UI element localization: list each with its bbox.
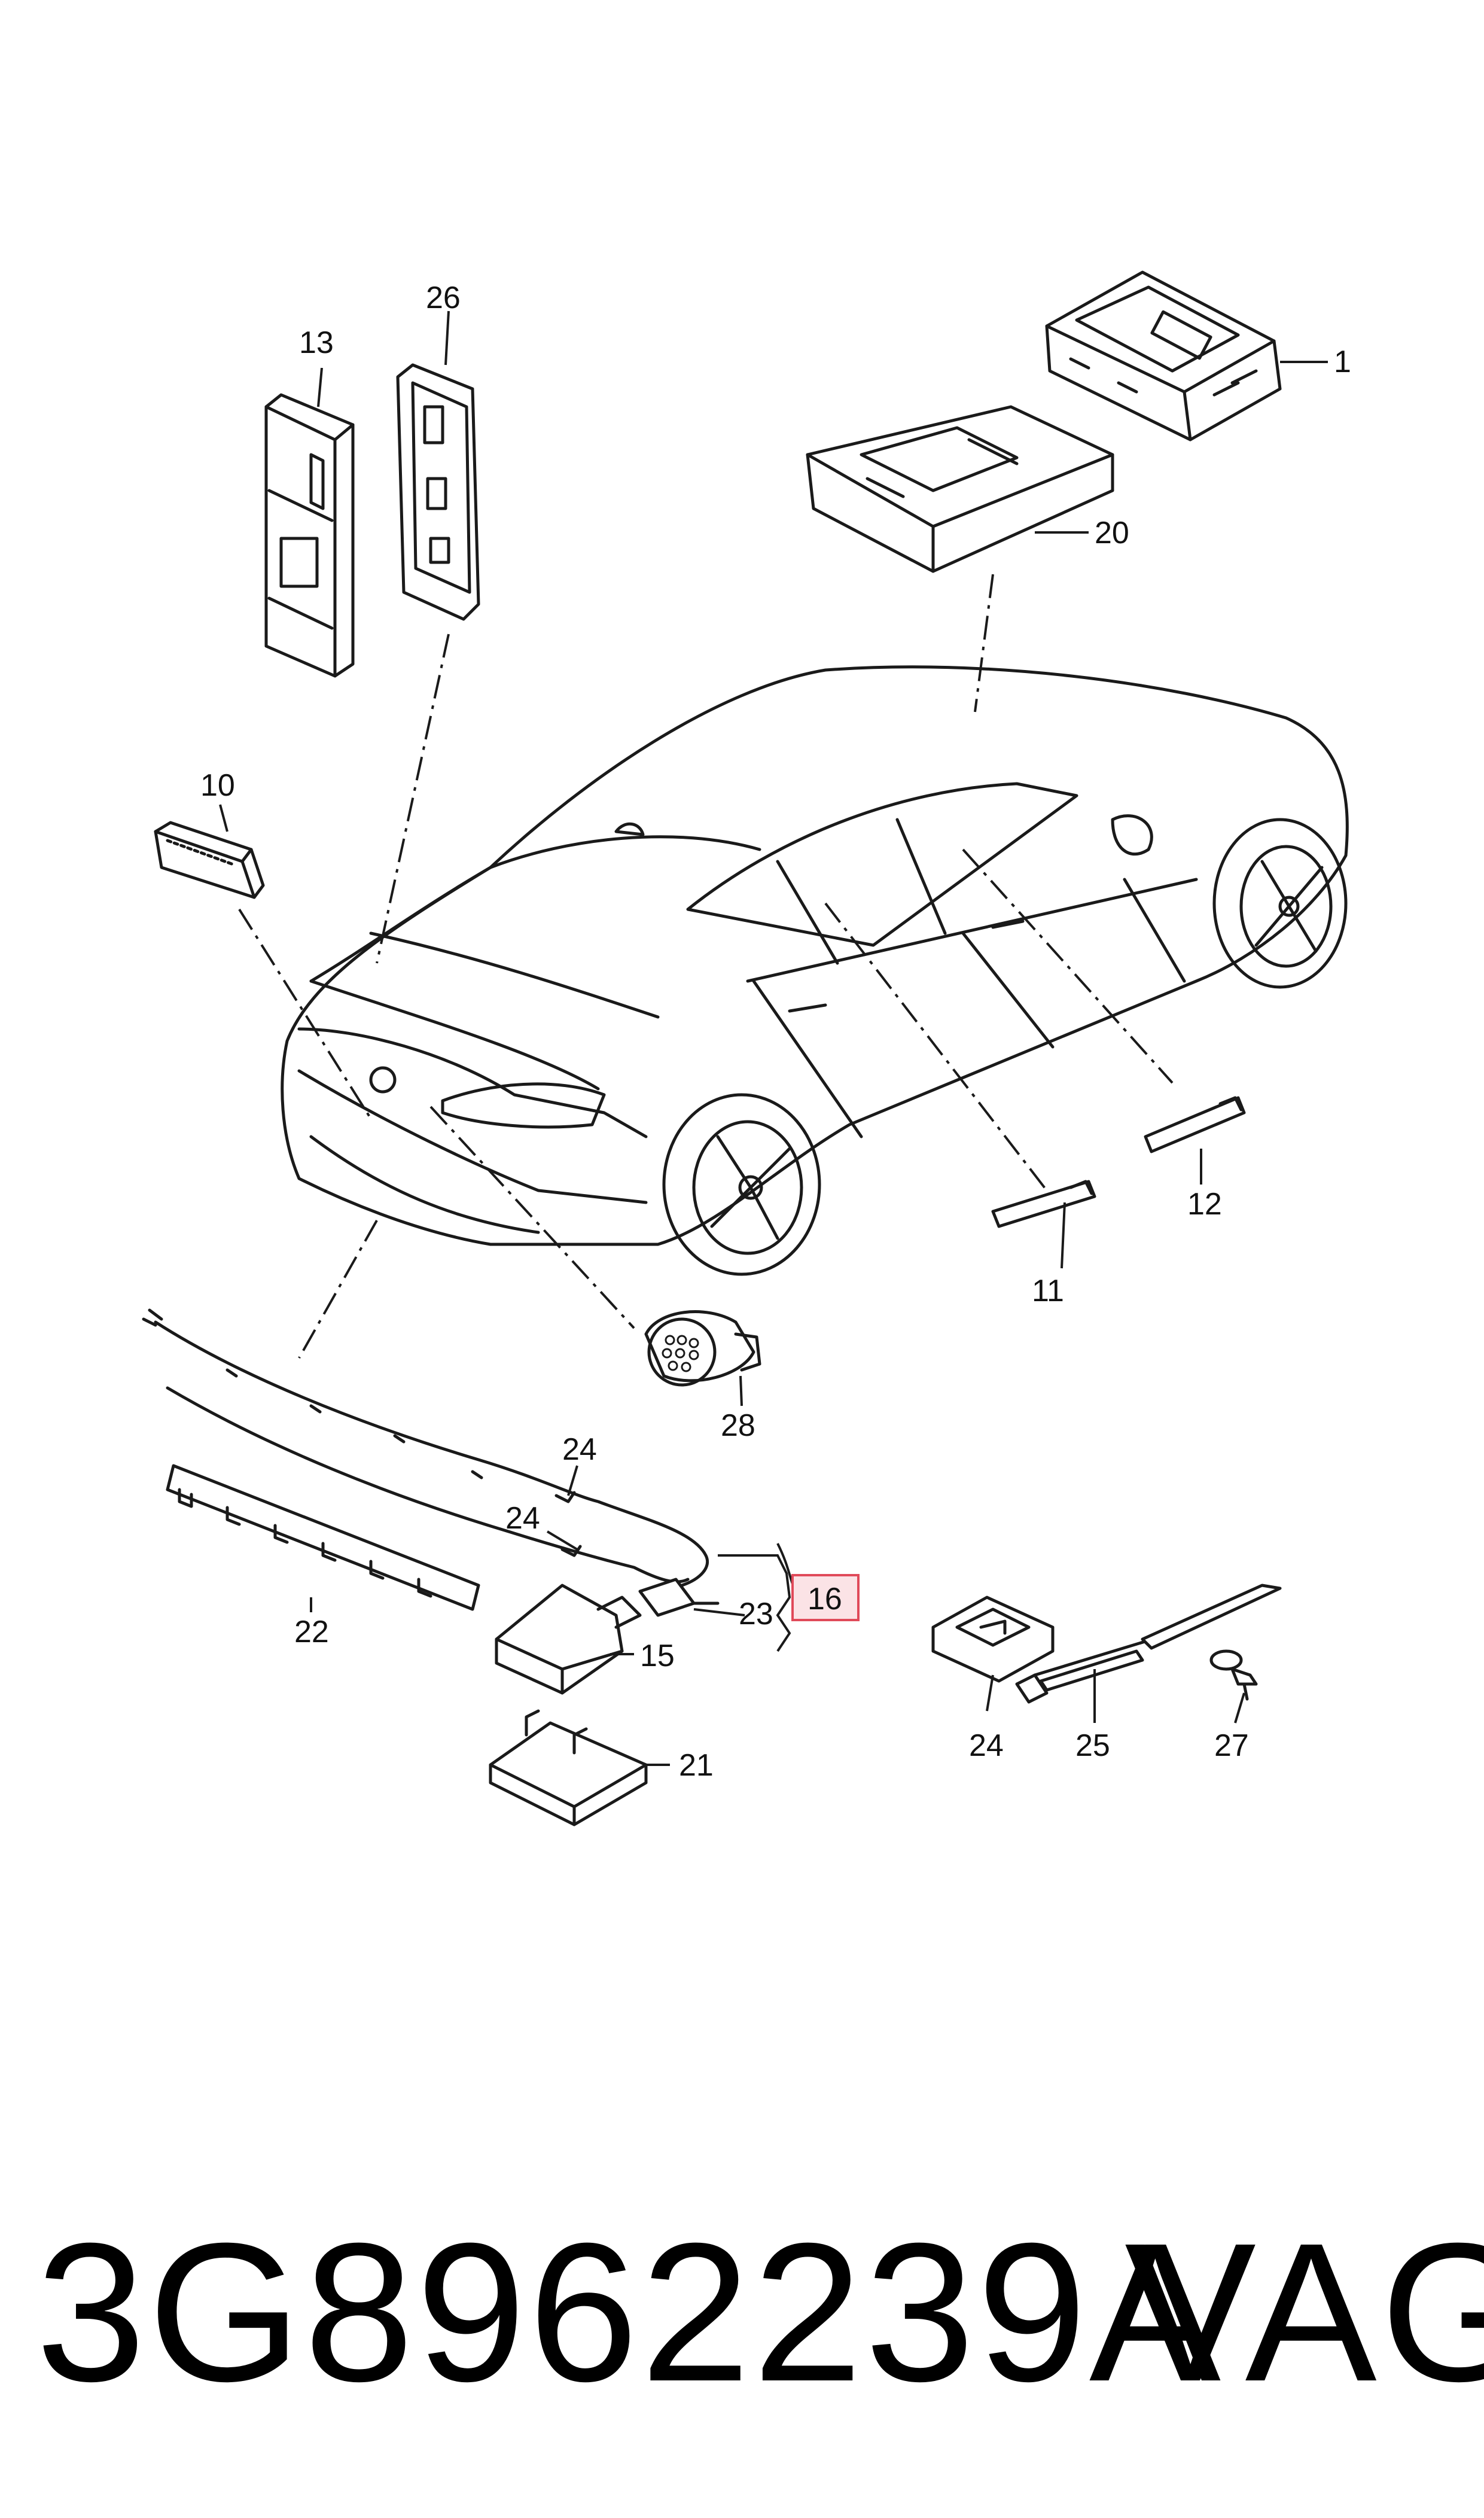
callout-24-clip: 24 xyxy=(969,1728,1004,1763)
highlight-box-16 xyxy=(791,1574,860,1621)
callout-11: 11 xyxy=(1032,1274,1064,1308)
callout-24-top: 24 xyxy=(562,1432,597,1467)
callout-28: 28 xyxy=(721,1408,755,1443)
brand-label: VAG xyxy=(1125,2202,1484,2422)
callout-24-mid: 24 xyxy=(505,1501,540,1536)
part-1-control-unit xyxy=(1045,270,1282,442)
callout-21: 21 xyxy=(679,1748,714,1783)
callout-22: 22 xyxy=(294,1615,329,1649)
part-28-sensor xyxy=(644,1310,761,1387)
callout-16: 16 xyxy=(807,1582,842,1616)
part-23-connector xyxy=(638,1578,720,1617)
callout-26: 26 xyxy=(426,281,461,315)
parts-diagram: 1 26 13 20 10 12 11 28 24 24 16 23 22 15… xyxy=(142,270,1351,1826)
callout-1: 1 xyxy=(1334,345,1351,379)
callout-15: 15 xyxy=(640,1639,675,1673)
callout-25: 25 xyxy=(1075,1728,1110,1763)
callout-12: 12 xyxy=(1187,1187,1222,1222)
part-11-antenna xyxy=(991,1180,1096,1228)
part-24-clip xyxy=(931,1596,1055,1683)
vehicle-outline xyxy=(281,665,1349,1276)
callout-27: 27 xyxy=(1214,1728,1249,1763)
part-number: 3G8962239A xyxy=(36,2202,1224,2422)
part-26-panel xyxy=(396,363,480,621)
callout-20: 20 xyxy=(1095,516,1129,550)
part-15-module xyxy=(495,1584,642,1695)
callout-13: 13 xyxy=(299,325,334,360)
wiring-harness xyxy=(142,1308,709,1587)
part-12-antenna xyxy=(1144,1096,1246,1153)
part-21-cover xyxy=(489,1709,648,1826)
part-10-sensor xyxy=(154,821,265,899)
callout-23: 23 xyxy=(739,1597,773,1631)
part-27-pin xyxy=(1209,1649,1258,1701)
part-20-foam-insert xyxy=(806,405,1114,573)
part-13-module xyxy=(264,393,355,678)
part-25-cable-tie xyxy=(1015,1584,1282,1704)
part-22-bracket xyxy=(166,1464,480,1611)
callout-10: 10 xyxy=(200,768,235,803)
